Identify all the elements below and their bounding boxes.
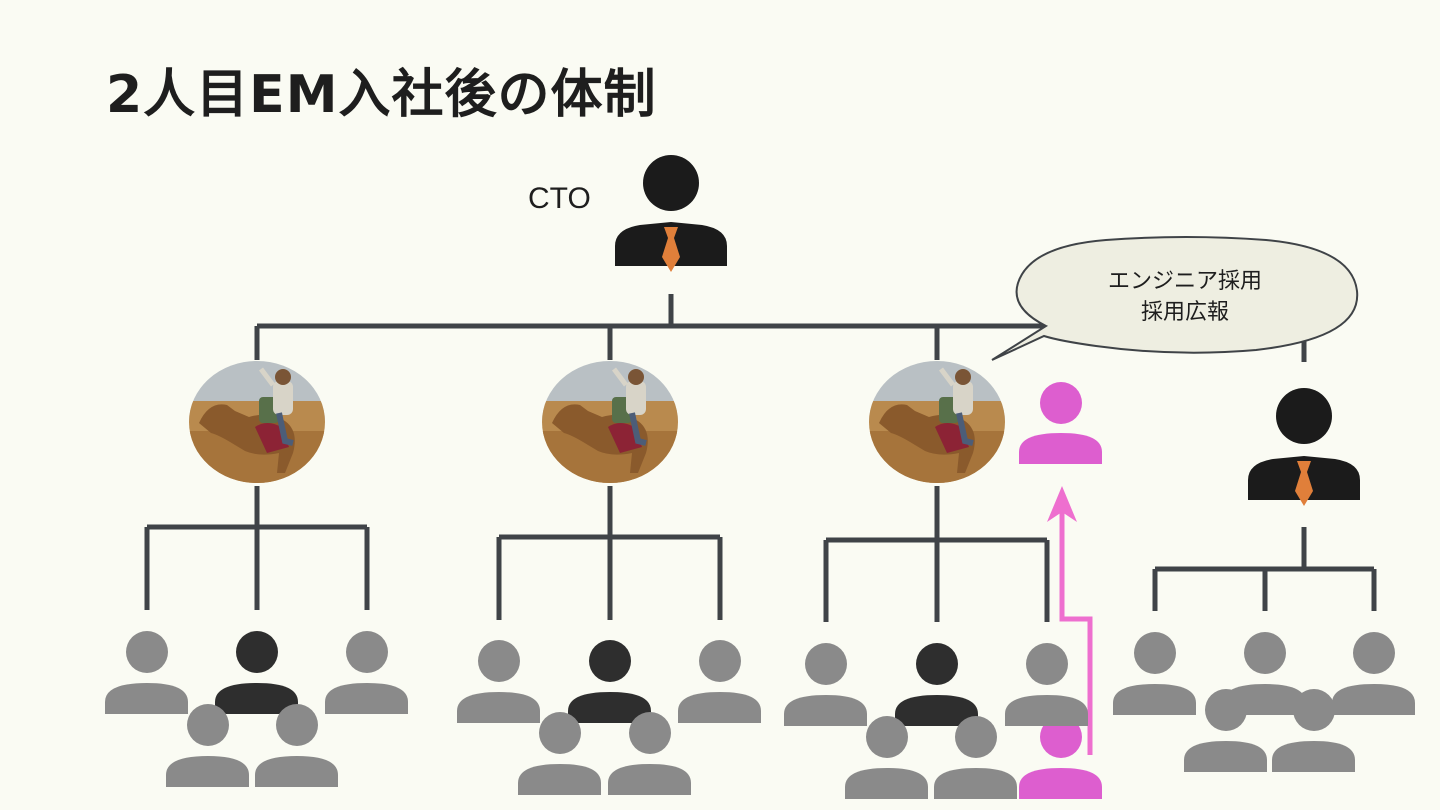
new-hire-person-icon [1019, 716, 1102, 799]
em-photo-avatar [189, 361, 325, 483]
member-icon [1184, 689, 1267, 772]
member-icon [1113, 632, 1196, 715]
member-icon [325, 631, 408, 714]
member-icon [1005, 643, 1088, 726]
move-arrow-icon [1047, 486, 1093, 755]
em-photo-avatar [869, 361, 1005, 483]
cto-person-icon [615, 155, 727, 272]
member-icon [457, 640, 540, 723]
member-icon [166, 704, 249, 787]
bubble-line-recruiting: エンジニア採用 [1107, 269, 1262, 294]
em-photo-avatar [542, 361, 678, 483]
member-icons [105, 631, 1415, 799]
second-em-person-icon [1248, 388, 1360, 506]
member-icon [934, 716, 1017, 799]
member-icon [608, 712, 691, 795]
speech-bubble [991, 236, 1359, 361]
bubble-line-recruiting-pr: 採用広報 [1140, 300, 1229, 325]
cto-label: CTO [528, 182, 591, 215]
member-icon [678, 640, 761, 723]
member-icon [895, 643, 978, 726]
member-icon [255, 704, 338, 787]
member-icon [845, 716, 928, 799]
new-hire-person-icon [1019, 382, 1102, 464]
member-icon [215, 631, 298, 714]
page-title: 2人目EM入社後の体制 [106, 65, 657, 125]
member-icon [784, 643, 867, 726]
member-icon [568, 640, 651, 723]
member-icon [1332, 632, 1415, 715]
member-icon [518, 712, 601, 795]
speech-bubble-text: エンジニア採用 採用広報 [1060, 266, 1310, 328]
member-icon [1272, 689, 1355, 772]
member-icon [105, 631, 188, 714]
